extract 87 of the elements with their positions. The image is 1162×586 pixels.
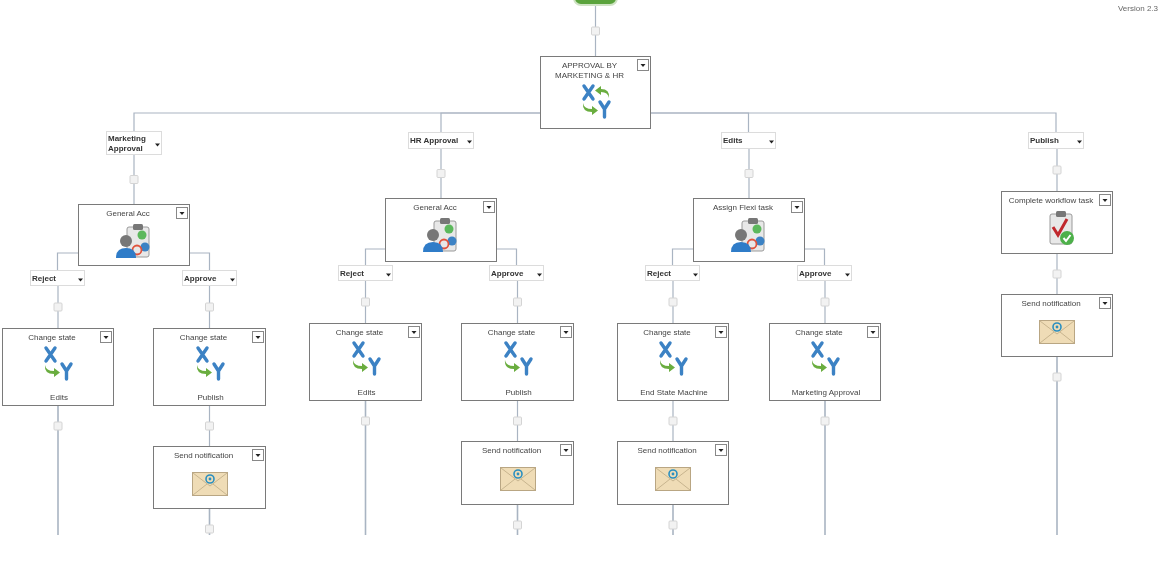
branch-label-box bbox=[1028, 132, 1084, 149]
connector-line bbox=[57, 285, 59, 329]
action-box bbox=[153, 446, 266, 509]
action-box bbox=[1001, 294, 1113, 357]
connector-line bbox=[671, 248, 694, 266]
action-title: Change state bbox=[27, 333, 77, 343]
connector-line bbox=[364, 400, 367, 536]
branch-label-box bbox=[645, 265, 700, 281]
action-box bbox=[78, 204, 190, 266]
connector-line bbox=[516, 400, 519, 442]
connector-line bbox=[824, 280, 826, 324]
branch-label-box bbox=[30, 270, 85, 286]
connector-line bbox=[364, 280, 367, 324]
connector-line bbox=[208, 508, 211, 536]
branch-label: Marketing Approval bbox=[108, 134, 147, 154]
action-box bbox=[617, 323, 729, 401]
action-target: End State Machine bbox=[639, 388, 709, 398]
action-title: Change state bbox=[334, 328, 385, 338]
action-title: Assign Flexi task bbox=[712, 203, 774, 213]
action-box bbox=[693, 198, 805, 262]
branch-label: Publish bbox=[1030, 136, 1060, 146]
action-title: Change state bbox=[642, 328, 692, 338]
branch-label-box bbox=[182, 270, 237, 286]
action-title: General Acc bbox=[105, 209, 151, 219]
branch-label: Approve bbox=[184, 274, 218, 284]
branch-label: Approve bbox=[491, 269, 525, 279]
connector-line bbox=[364, 248, 386, 266]
connector-line bbox=[748, 148, 750, 199]
action-box bbox=[461, 323, 574, 401]
action-box bbox=[385, 198, 497, 262]
branch-label-box bbox=[338, 265, 393, 281]
connector-line bbox=[208, 405, 211, 447]
branch-label: Reject bbox=[647, 269, 672, 279]
action-title: General Acc bbox=[412, 203, 458, 213]
action-target: Publish bbox=[504, 388, 533, 398]
action-title: Change state bbox=[794, 328, 844, 338]
branch-label-box bbox=[721, 132, 776, 149]
action-box bbox=[769, 323, 881, 401]
connector-line bbox=[1056, 253, 1058, 295]
branch-label-box bbox=[797, 265, 852, 281]
version-label: Version 2.3 bbox=[1117, 4, 1158, 13]
action-target: Edits bbox=[49, 393, 69, 403]
action-title: Change state bbox=[486, 328, 537, 338]
connector-line bbox=[1056, 148, 1058, 192]
action-title: Change state bbox=[178, 333, 229, 343]
branch-label-box bbox=[408, 132, 474, 149]
connector-line bbox=[516, 504, 519, 536]
action-box bbox=[2, 328, 114, 406]
connector-line bbox=[1056, 356, 1058, 536]
action-title: Send notification bbox=[172, 451, 235, 461]
branch-label: Edits bbox=[723, 136, 744, 146]
action-target: Edits bbox=[356, 388, 377, 398]
action-title: APPROVAL BY MARKETING & HR bbox=[554, 61, 625, 81]
connector-line bbox=[133, 154, 135, 205]
connector-line bbox=[440, 148, 442, 199]
action-title: Complete workflow task bbox=[1007, 196, 1095, 206]
branch-label-box bbox=[489, 265, 544, 281]
connector-line bbox=[650, 112, 1057, 133]
action-box bbox=[617, 441, 729, 505]
action-title: Send notification bbox=[480, 446, 543, 456]
connector-line bbox=[189, 252, 211, 271]
connector-line bbox=[56, 252, 79, 271]
connector-line bbox=[57, 405, 59, 536]
action-box bbox=[1001, 191, 1113, 254]
branch-label-box bbox=[106, 131, 162, 155]
connector-line bbox=[594, 5, 597, 57]
branch-label: Approve bbox=[799, 269, 833, 279]
action-target: Publish bbox=[196, 393, 225, 403]
action-box bbox=[153, 328, 266, 406]
action-box bbox=[540, 56, 651, 129]
branch-label: HR Approval bbox=[410, 136, 460, 146]
connector-line bbox=[496, 248, 518, 266]
branch-label: Reject bbox=[340, 269, 365, 279]
connector-line bbox=[440, 112, 541, 133]
connector-line bbox=[516, 280, 519, 324]
connector-line bbox=[804, 248, 826, 266]
connector-line bbox=[672, 504, 674, 536]
action-title: Send notification bbox=[1020, 299, 1082, 309]
action-box bbox=[309, 323, 422, 401]
branch-label: Reject bbox=[32, 274, 57, 284]
action-target: Marketing Approval bbox=[790, 388, 862, 398]
connector-line bbox=[824, 400, 826, 536]
connector-line bbox=[672, 400, 674, 442]
action-title: Send notification bbox=[636, 446, 698, 456]
action-box bbox=[461, 441, 574, 505]
connector-line bbox=[208, 285, 211, 329]
connector-line bbox=[672, 280, 674, 324]
